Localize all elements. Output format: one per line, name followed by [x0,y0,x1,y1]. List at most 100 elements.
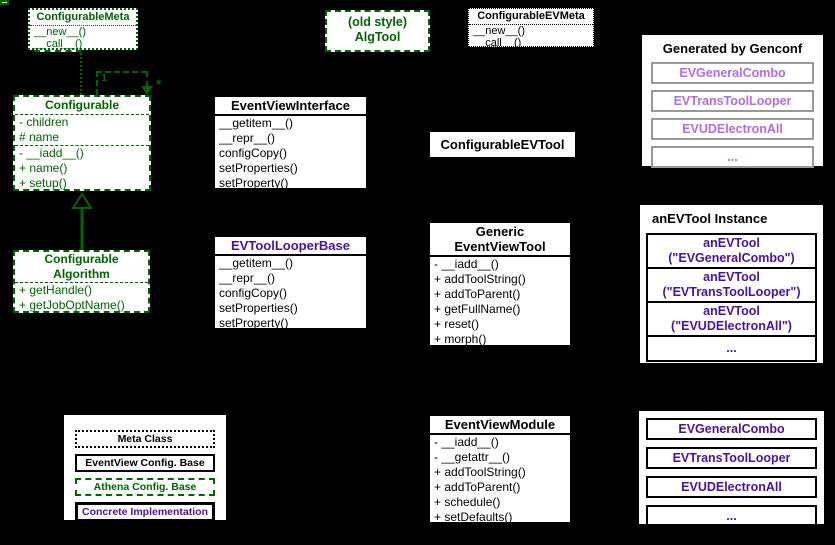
class-event-view-module: EventViewModule - __iadd__() - __getattr… [428,414,572,524]
genconf-panel: Generated by Genconf EVGeneralCombo EVTr… [640,33,825,168]
class-title: ConfigurableEVMeta [477,10,585,22]
association-arrowhead-icon [141,86,153,95]
class-title-line1: Generic [475,224,525,239]
legend-eventview-config-base: EventView Config. Base [75,454,215,472]
method: + addToParent() [434,480,521,494]
class-title: EventViewModule [444,417,556,432]
instance-class: anEVTool [703,304,760,318]
legend-athena-config-base: Athena Config. Base [75,478,215,496]
divider [215,114,366,116]
method: - __iadd__() [434,257,499,271]
class-configurable: Configurable - children # name - __iadd_… [13,95,151,191]
concrete-class-ellipsis: ... [646,505,817,527]
method: + schedule() [434,495,501,509]
instance-arg: ("EVGeneralCombo") [668,251,795,265]
class-old-style-algtool: (old style) AlgTool [325,10,430,52]
method: + addToolString() [434,465,526,479]
instance-class: ... [726,341,737,355]
class-event-view-interface: EventViewInterface __getitem__() __repr_… [213,95,368,190]
method: __getitem__() [219,256,294,270]
class-title-line1: (old style) [347,15,408,29]
instance-entry: anEVTool ("EVGeneralCombo") [646,233,817,269]
method: setProperties() [219,161,298,175]
multiplicity-one: 1 [101,72,108,84]
instance-entry-ellipsis: ... [646,335,817,362]
instance-class: anEVTool [703,270,760,284]
divider [15,145,149,146]
method: + getFullName() [434,302,521,316]
instance-arg: ("EVUDElectronAll") [671,319,792,333]
divider [15,282,148,283]
instance-class: anEVTool [703,236,760,250]
method: __new__() [473,25,525,37]
method: __new__() [34,26,86,38]
method: + setup() [19,176,67,190]
divider [430,433,570,435]
panel-title: Generated by Genconf [662,41,803,56]
class-title: ConfigurableEVTool [440,137,565,152]
method: configCopy() [219,286,288,300]
legend-concrete-implementation: Concrete Implementation [75,502,215,522]
method: - __iadd__() [434,435,499,449]
method: __call__() [473,37,522,49]
method: __repr__() [219,271,276,285]
divider [30,25,136,26]
divider [430,255,570,257]
class-title: Configurable [45,98,119,112]
inheritance-arrow-icon [71,192,93,250]
divider [15,114,149,115]
method: + addToolString() [434,272,526,286]
class-title: EVToolLooperBase [231,238,350,253]
method: - __iadd__() [19,146,84,160]
generated-class: EVUDElectronAll [651,118,814,140]
class-configurable-ev-meta: ConfigurableEVMeta __new__() __call__() [468,8,594,49]
concrete-class: EVGeneralCombo [646,418,817,440]
method: + morph() [434,332,487,346]
metaclass-link [80,50,82,95]
method: + name() [19,161,68,175]
legend-meta-class: Meta Class [75,430,215,448]
concrete-class: EVUDElectronAll [646,476,817,498]
instance-arg: ("EVTransToolLooper") [662,285,801,299]
class-title-line2: EventViewTool [454,239,546,254]
legend: Meta Class EventView Config. Base Athena… [64,415,226,522]
instance-panel: anEVTool Instance anEVTool ("EVGeneralCo… [638,203,825,365]
method: __call__() [34,38,83,50]
self-association-top [96,71,147,73]
class-ev-tool-looper-base: EVToolLooperBase __getitem__() __repr__(… [213,235,368,330]
method: + getHandle() [19,283,93,297]
class-title-line2: Algorithm [53,267,110,281]
class-title-line1: Configurable [44,252,119,266]
class-title-line2: AlgTool [354,30,401,44]
class-title: EventViewInterface [231,98,350,113]
concrete-class: EVTransToolLooper [646,447,817,469]
multiplicity-many: * [156,76,162,92]
attribute: # name [19,130,60,144]
concrete-panel: EVGeneralCombo EVTransToolLooper EVUDEle… [638,410,825,527]
self-association-left [96,71,98,95]
method: setProperty() [219,316,289,330]
method: setProperties() [219,301,298,315]
cutoff-fragment [0,0,9,5]
self-association-right [146,71,148,87]
method: + addToParent() [434,287,521,301]
class-configurable-algorithm: Configurable Algorithm + getHandle() + g… [13,250,150,313]
divider [469,24,593,25]
instance-entry: anEVTool ("EVTransToolLooper") [646,267,817,303]
instance-entry: anEVTool ("EVUDElectronAll") [646,301,817,337]
divider [215,254,366,256]
generated-class: EVTransToolLooper [651,90,814,112]
method: + getJobOptName() [19,298,125,312]
method: + setDefaults() [434,510,513,524]
method: - __getattr__() [434,450,511,464]
class-configurable-meta: ConfigurableMeta __new__() __call__() [28,8,138,50]
class-generic-event-view-tool: Generic EventViewTool - __iadd__() + add… [428,221,572,347]
method: __getitem__() [219,116,294,130]
generated-class: EVGeneralCombo [651,62,814,84]
method: configCopy() [219,146,288,160]
method: + reset() [434,317,480,331]
generated-class-ellipsis: ... [651,146,814,168]
panel-title: anEVTool Instance [652,211,768,226]
method: setProperty() [219,176,289,190]
method: __repr__() [219,131,276,145]
